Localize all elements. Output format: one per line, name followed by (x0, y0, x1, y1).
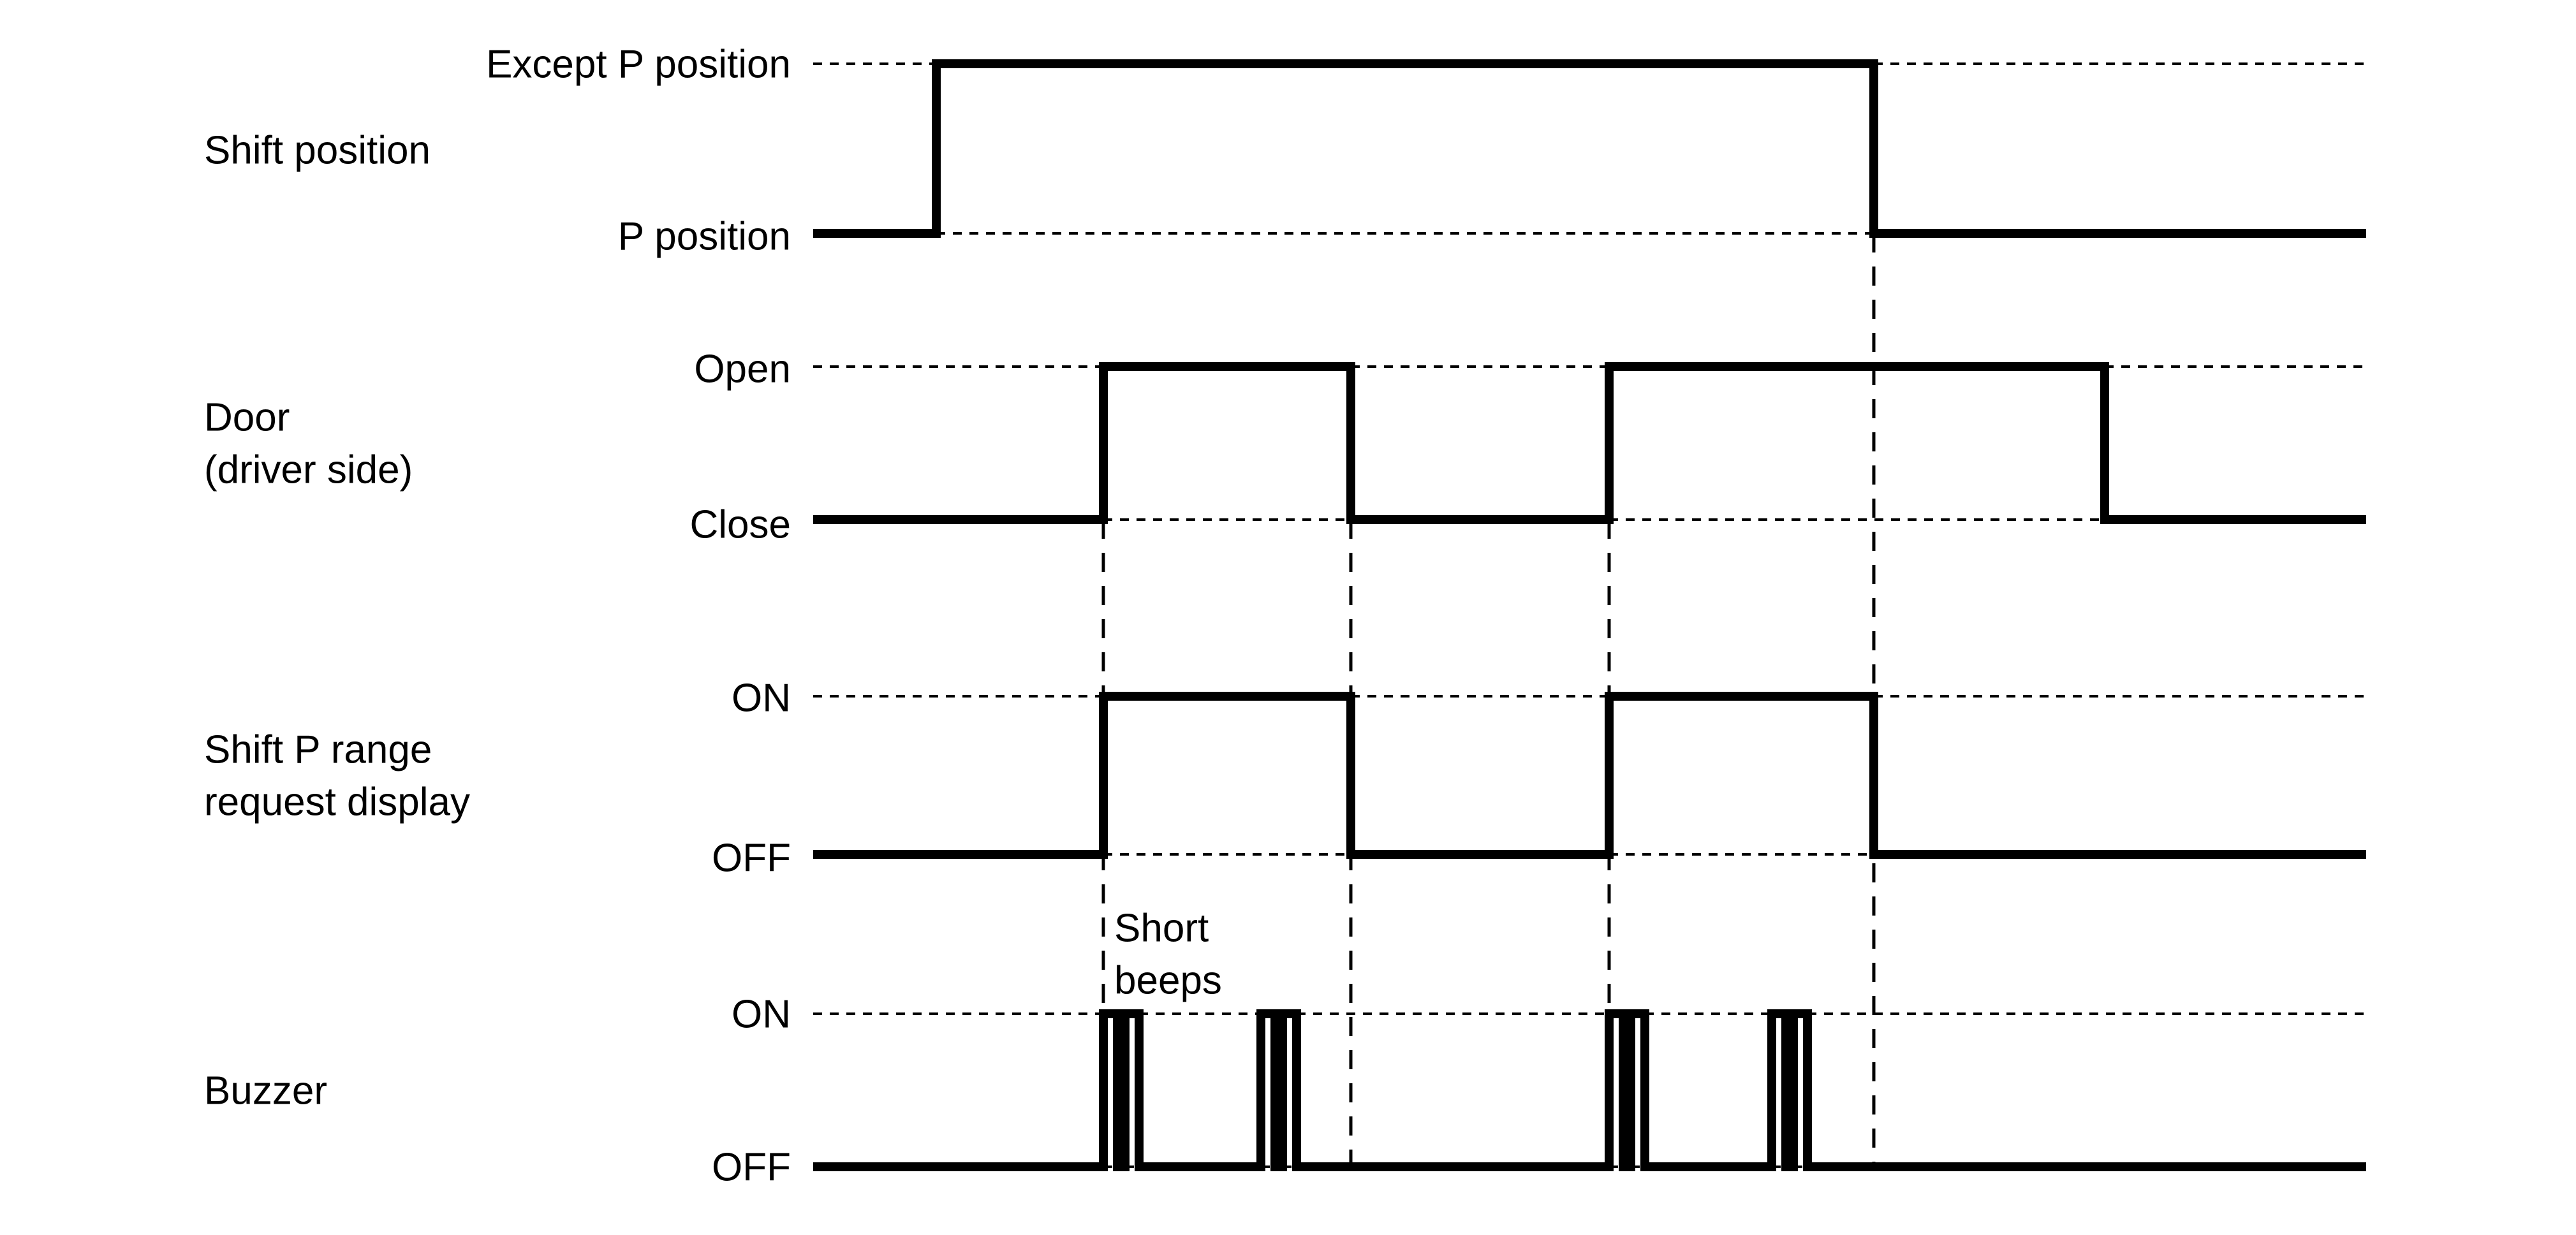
shift-p-range-request-display-trace (813, 692, 2366, 859)
dotted-guide-layer (813, 62, 2366, 1168)
door-driver-side-trace (813, 362, 2366, 524)
row-label-shift-p-range: Shift P range (204, 728, 432, 772)
row-label-shift-position: Shift position (204, 129, 431, 173)
level-label-display-on: ON (732, 676, 791, 720)
row-label-request-display: request display (204, 780, 470, 824)
level-label-p-position: P position (618, 215, 791, 259)
row-label-buzzer: Buzzer (204, 1069, 327, 1113)
level-label-door-close: Close (689, 503, 791, 547)
annotation-short-beeps-line2: beeps (1114, 959, 1222, 1003)
level-label-door-open: Open (694, 347, 791, 391)
signal-trace-layer (813, 59, 2366, 1171)
level-label-buzzer-off: OFF (712, 1146, 791, 1190)
buzzer-trace (813, 1009, 2366, 1171)
shift-position-trace (813, 59, 2366, 238)
level-label-display-off: OFF (712, 837, 791, 881)
level-label-buzzer-on: ON (732, 993, 791, 1037)
level-label-except-p-position: Except P position (486, 43, 791, 87)
row-label-driver-side: (driver side) (204, 448, 413, 492)
row-label-door: Door (204, 396, 290, 440)
annotation-short-beeps-line1: Short (1114, 907, 1209, 951)
